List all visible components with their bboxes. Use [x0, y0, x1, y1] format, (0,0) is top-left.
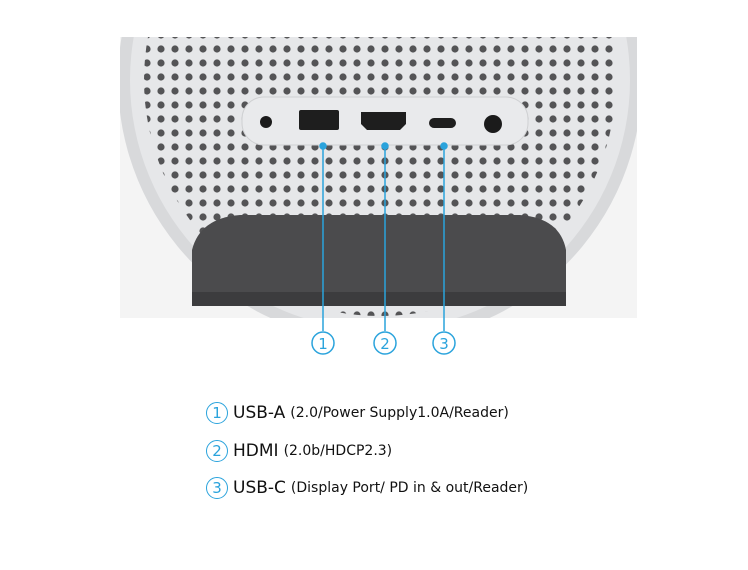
callout-3 — [432, 331, 456, 355]
callout-3-label: 3 — [439, 335, 449, 353]
hdmi-port-icon — [361, 112, 406, 130]
legend-item-usb-c: 3 USB-C (Display Port/ PD in & out/Reade… — [206, 477, 528, 499]
port-detail: (Display Port/ PD in & out/Reader) — [290, 480, 529, 496]
usb-a-port-icon — [299, 110, 339, 130]
callout-2 — [373, 331, 397, 355]
number-badge: 3 — [206, 477, 228, 499]
number-badge: 2 — [206, 440, 228, 462]
number-badge: 1 — [206, 402, 228, 424]
port-name: USB-C — [233, 478, 286, 498]
callout-1 — [311, 331, 335, 355]
legend-item-hdmi: 2 HDMI (2.0b/HDCP2.3) — [206, 440, 392, 462]
port-detail: (2.0/Power Supply1.0A/Reader) — [290, 405, 509, 421]
callout-2-label: 2 — [380, 335, 390, 353]
usb-c-port-icon — [429, 118, 456, 128]
dc-power-port-icon — [484, 115, 502, 133]
legend-item-usb-a: 1 USB-A (2.0/Power Supply1.0A/Reader) — [206, 402, 509, 424]
projector-base — [192, 215, 566, 306]
callout-1-label: 1 — [318, 335, 328, 353]
port-name: USB-A — [233, 403, 286, 423]
port-name: HDMI — [233, 441, 279, 461]
port-detail: (2.0b/HDCP2.3) — [283, 443, 393, 459]
audio-jack-icon — [260, 116, 272, 128]
